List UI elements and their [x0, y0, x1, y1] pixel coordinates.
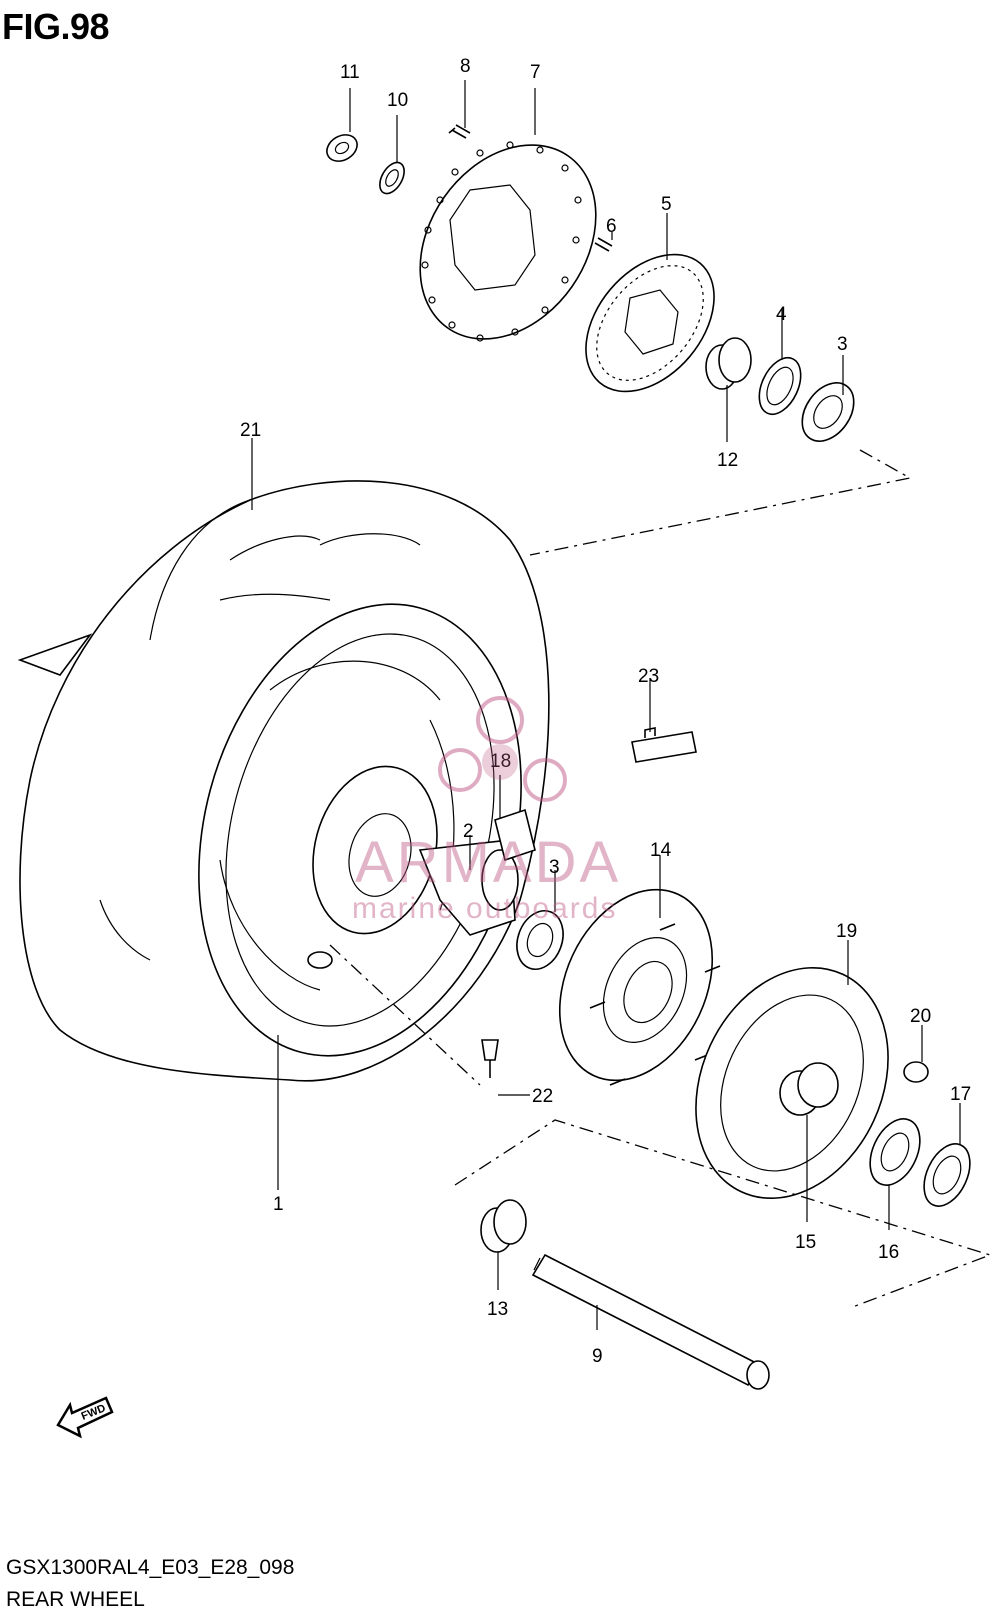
- callout-18: 18: [490, 751, 511, 772]
- callout-13: 13: [487, 1299, 508, 1320]
- bearing-part-16[interactable]: [860, 1111, 929, 1193]
- watermark-tagline: marine outboards: [352, 892, 617, 925]
- callout-17: 17: [950, 1084, 971, 1105]
- damper-part-18[interactable]: [494, 808, 536, 862]
- nut-part-20[interactable]: [903, 1061, 929, 1083]
- figure-title: FIG.98: [2, 6, 110, 47]
- spacer-part-2[interactable]: [418, 839, 519, 936]
- callout-2: 2: [463, 821, 474, 842]
- valve-part-1[interactable]: [307, 951, 333, 969]
- balancer-weight-part-23[interactable]: [631, 727, 697, 763]
- washer-part-10[interactable]: [375, 158, 409, 197]
- figure-code: GSX1300RAL4_E03_E28_098: [6, 1556, 295, 1579]
- callout-14: 14: [650, 840, 672, 861]
- callout-7: 7: [530, 62, 541, 83]
- callout-12: 12: [717, 450, 738, 471]
- brake-disc-part-7[interactable]: [384, 111, 632, 372]
- callout-1: 1: [273, 1194, 284, 1215]
- figure-name: REAR WHEEL: [6, 1588, 145, 1611]
- sensor-ring-part-5[interactable]: [560, 230, 740, 416]
- callout-4: 4: [776, 304, 787, 325]
- axle-part-9[interactable]: [531, 1253, 770, 1390]
- sprocket-drum-part-14[interactable]: [530, 865, 741, 1105]
- armada-logo-icon: [438, 696, 567, 802]
- callout-16: 16: [878, 1242, 899, 1263]
- forward-arrow-icon: FWD: [56, 1396, 114, 1439]
- oil-seal-part-17[interactable]: [915, 1137, 979, 1214]
- valve-part-22[interactable]: [481, 1039, 499, 1078]
- bolt-part-6[interactable]: [594, 237, 613, 252]
- spacer-part-12[interactable]: [705, 337, 752, 390]
- callout-3-upper: 3: [837, 334, 848, 355]
- callout-19: 19: [836, 921, 857, 942]
- axle-alignment-line-lower: [454, 1119, 992, 1309]
- callout-10: 10: [387, 90, 408, 111]
- callout-22: 22: [532, 1086, 553, 1107]
- armada-watermark: ARMADA marine outboards: [352, 696, 621, 925]
- valve-alignment-line: [329, 944, 481, 1086]
- callout-5: 5: [661, 194, 672, 215]
- callout-11: 11: [340, 62, 360, 83]
- bolt-part-8[interactable]: [448, 124, 471, 139]
- callout-21: 21: [240, 420, 261, 441]
- callout-3-lower: 3: [549, 857, 560, 878]
- nut-part-11[interactable]: [322, 130, 362, 167]
- leader-lines: [251, 80, 961, 1330]
- callout-23: 23: [638, 666, 659, 687]
- callout-6: 6: [606, 216, 617, 237]
- callout-15: 15: [795, 1232, 816, 1253]
- wheel-and-tire[interactable]: [17, 480, 569, 1092]
- spacer-part-15[interactable]: [779, 1062, 839, 1116]
- spacer-part-13[interactable]: [480, 1199, 527, 1253]
- oil-seal-part-4[interactable]: [751, 351, 809, 421]
- watermark-brand: ARMADA: [355, 830, 621, 895]
- callout-9: 9: [592, 1346, 603, 1367]
- bearing-part-3-upper[interactable]: [792, 373, 865, 451]
- callout-8: 8: [460, 56, 471, 77]
- bearing-part-3-lower[interactable]: [509, 904, 571, 975]
- callout-20: 20: [910, 1006, 931, 1027]
